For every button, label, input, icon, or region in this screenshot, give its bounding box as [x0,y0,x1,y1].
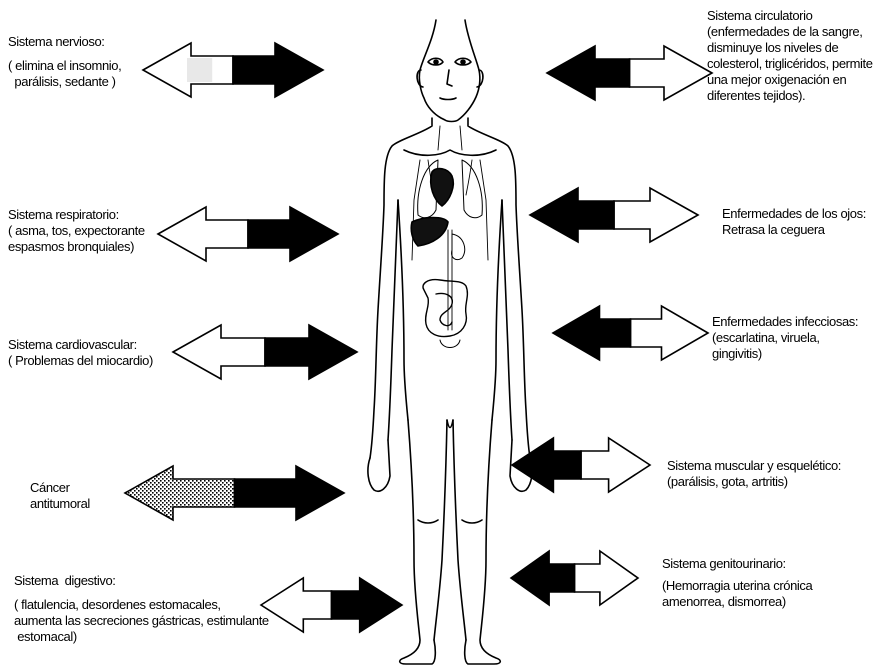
collarbones [404,150,496,155]
label-respiratorio-line-3: espasmos bronquiales) [8,239,145,255]
label-respiratorio-line-2: ( asma, tos, expectorante [8,223,145,239]
arrow-muscular-dark-half [512,438,581,492]
waist-left [398,200,408,420]
label-enfermedades-infecciosas: Enfermedades infecciosas: (escarlatina, … [712,314,858,362]
label-circulatorio-line-4: colesterol, triglicéridos, permite [707,56,873,72]
arm-right-inner [502,200,512,440]
nose [447,70,452,86]
label-sistema-cardiovascular: Sistema cardiovascular: ( Problemas del … [8,337,153,369]
label-muscular-line-1: Sistema muscular y esquelético: [667,458,841,474]
leg-left-outer [400,420,436,664]
arrow-muscular-light-half [581,438,650,492]
arrow-ojos-light-half [614,188,698,242]
pupil-left [434,60,438,64]
arrow-cardiovascular [173,325,357,379]
bladder [440,340,460,348]
label-muscular-line-2: (parálisis, gota, artritis) [667,474,841,490]
label-cardiovascular-line-2: ( Problemas del miocardio) [8,353,153,369]
label-ojos-line-2: Retrasa la ceguera [722,222,866,238]
label-cardiovascular-line-1: Sistema cardiovascular: [8,337,153,353]
arrow-infecciosas-dark-half [553,306,631,360]
leg-right-inner [453,420,466,640]
arrow-nervioso-shade [187,58,212,82]
mouth [440,98,456,100]
crotch [447,420,453,428]
knee-left [418,520,438,523]
torso-right-outline [468,118,530,458]
waist-right [492,200,502,420]
label-respiratorio-line-1: Sistema respiratorio: [8,207,145,223]
label-sistema-respiratorio: Sistema respiratorio: ( asma, tos, expec… [8,207,145,255]
label-circulatorio-line-6: diferentes tejidos). [707,88,873,104]
arrow-infecciosas [553,306,708,360]
arrow-digestivo-dark-half [332,578,403,632]
label-nervioso-line-3: parálisis, sedante ) [8,74,121,90]
label-ojos-line-1: Enfermedades de los ojos: [722,206,866,222]
arrow-nervioso-dark-half [233,43,323,97]
arrow-circulatorio-light-half [630,46,713,100]
label-digestivo-line-4: estomacal) [14,629,269,645]
arrow-cancer [125,466,344,520]
lung-right [462,160,482,218]
label-nervioso-line-2: ( elimina el insomnio, [8,58,121,74]
arrow-ojos-dark-half [530,188,614,242]
label-digestivo-line-2: ( flatulencia, desordenes estomacales, [14,597,269,613]
label-genitourinario-line-1: Sistema genitourinario: [662,556,812,572]
arrow-circulatorio [547,46,712,100]
label-cancer-line-1: Cáncer [30,480,90,496]
label-digestivo-line-1: Sistema digestivo: [14,573,269,589]
arrow-cancer-dark-half [235,466,345,520]
arrow-respiratorio-dark-half [248,207,338,261]
arrow-respiratorio-light-half [158,207,248,261]
arrow-muscular [512,438,650,492]
human-body-icon [368,20,532,664]
arrow-genitourinario-dark-half [511,551,575,605]
arrow-ojos [530,188,698,242]
arrow-genitourinario-light-half [575,551,639,605]
leg-left-inner [434,420,447,640]
label-circulatorio-line-1: Sistema circulatorio [707,8,873,24]
label-genitourinario-line-2: (Hemorragia uterina crónica [662,578,812,594]
label-cancer: Cáncer antitumoral [30,480,90,512]
arrow-cancer-light-half [125,466,235,520]
label-infecciosas-line-3: gingivitis) [712,346,858,362]
heart [431,169,454,206]
arrow-digestivo [261,578,402,632]
knee-right [462,520,482,523]
label-sistema-nervioso: Sistema nervioso: ( elimina el insomnio,… [8,34,121,90]
stomach [452,234,465,260]
label-infecciosas-line-2: (escarlatina, viruela, [712,330,858,346]
label-circulatorio-line-5: una mejor oxigenación en [707,72,873,88]
arrow-cardiovascular-dark-half [265,325,357,379]
label-genitourinario-line-3: amenorrea, dismorrea) [662,594,812,610]
arrow-cardiovascular-light-half [173,325,265,379]
arrow-nervioso [143,43,323,97]
liver [411,218,448,247]
label-enfermedades-ojos: Enfermedades de los ojos: Retrasa la ceg… [722,206,866,238]
arrow-respiratorio [158,207,338,261]
label-digestivo-line-3: aumenta las secreciones gástricas, estim… [14,613,269,629]
label-sistema-muscular: Sistema muscular y esquelético: (parális… [667,458,841,490]
arm-left-inner [388,200,398,440]
arrow-digestivo-light-half [261,578,332,632]
arrow-infecciosas-light-half [631,306,709,360]
leg-right-outer [465,420,501,664]
label-infecciosas-line-1: Enfermedades infecciosas: [712,314,858,330]
label-nervioso-line-1: Sistema nervioso: [8,34,121,50]
arrow-genitourinario [511,551,638,605]
intestines [423,280,467,337]
label-sistema-genitourinario: Sistema genitourinario: (Hemorragia uter… [662,556,812,610]
label-sistema-circulatorio: Sistema circulatorio (enfermedades de la… [707,8,873,104]
label-sistema-digestivo: Sistema digestivo: ( flatulencia, desord… [14,573,269,645]
label-circulatorio-line-2: (enfermedades de la sangre, [707,24,873,40]
pupil-right [461,60,465,64]
label-cancer-line-2: antitumoral [30,496,90,512]
arrow-circulatorio-dark-half [547,46,630,100]
label-circulatorio-line-3: disminuye los niveles de [707,40,873,56]
